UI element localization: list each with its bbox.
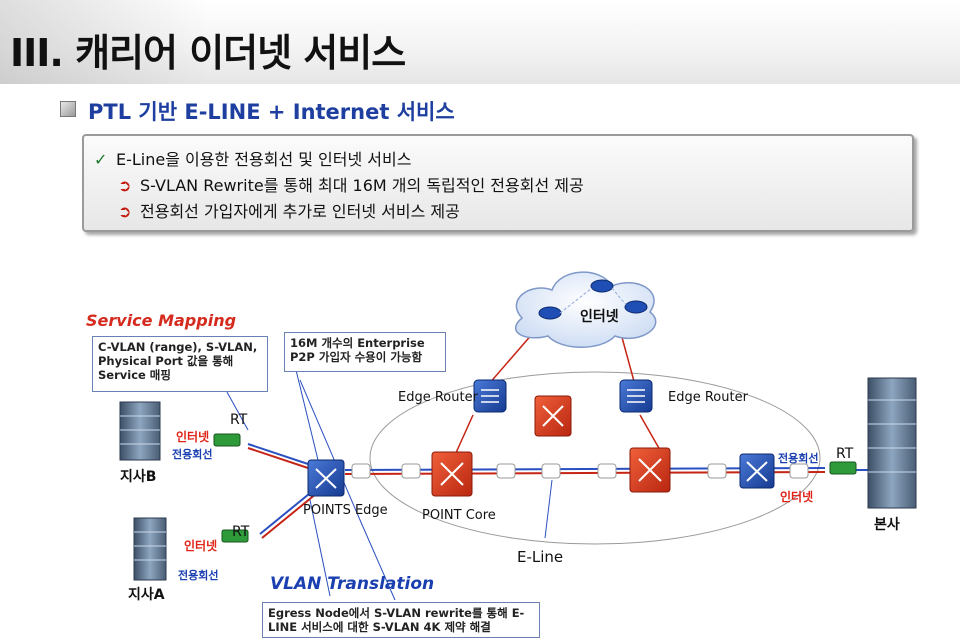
page-subtitle: PTL 기반 E-LINE + Internet 서비스 bbox=[88, 100, 455, 124]
summary-text-1: E-Line을 이용한 전용회선 및 인터넷 서비스 bbox=[116, 150, 412, 169]
site-b-label: 지사B bbox=[120, 469, 157, 485]
building-siteA-icon bbox=[133, 517, 167, 581]
internet-link bbox=[619, 329, 636, 386]
core-switch-icon bbox=[534, 395, 572, 437]
callout-line bbox=[299, 379, 396, 601]
callout-line bbox=[295, 369, 319, 461]
egress-line-1: Egress Node에서 S-VLAN rewrite를 통해 E- bbox=[268, 606, 525, 620]
building-hq-icon bbox=[867, 377, 917, 509]
core-switch-icon bbox=[431, 451, 473, 497]
enterprise-line-2: P2P 가입자 수용이 가능함 bbox=[290, 350, 423, 364]
subtitle-bullet-icon bbox=[60, 101, 76, 117]
leased-line bbox=[261, 488, 323, 539]
service-mapping-line-2: Physical Port 값을 통해 bbox=[98, 354, 234, 368]
hq-label: 본사 bbox=[874, 517, 900, 533]
summary-text-2: S-VLAN Rewrite를 통해 최대 16M 개의 독립적인 전용회선 제… bbox=[140, 176, 584, 195]
title-gloss bbox=[0, 0, 210, 84]
service-mapping-label: Service Mapping bbox=[86, 311, 237, 330]
arrow-right-icon: ➲ bbox=[118, 176, 132, 195]
enterprise-line-1: 16M 개수의 Enterprise bbox=[290, 336, 425, 350]
points-edge-label: POINTS Edge bbox=[303, 503, 388, 518]
service-mapping-box: C-VLAN (range), S-VLAN, Physical Port 값을… bbox=[92, 336, 268, 392]
edge-router-left-icon bbox=[473, 379, 507, 413]
summary-text-3: 전용회선 가입자에게 추가로 인터넷 서비스 제공 bbox=[140, 202, 460, 221]
egress-line-2: LINE 서비스에 대한 S-VLAN 4K 제약 해결 bbox=[268, 620, 491, 634]
tag-internet-siteB: 인터넷 bbox=[176, 430, 210, 444]
summary-box bbox=[82, 134, 914, 232]
check-icon: ✓ bbox=[94, 150, 108, 169]
edge-router-right-icon bbox=[619, 379, 653, 413]
rt-label-hq: RT bbox=[836, 446, 854, 462]
core-ring bbox=[369, 371, 821, 545]
vlan-translation-label: VLAN Translation bbox=[270, 574, 435, 594]
points-edge-switch-icon bbox=[307, 459, 345, 497]
summary-line-2: ➲ S-VLAN Rewrite를 통해 최대 16M 개의 독립적인 전용회선 … bbox=[118, 172, 584, 196]
tag-leased-siteA: 전용회선 bbox=[178, 569, 219, 582]
callout-line bbox=[226, 391, 249, 431]
title-band bbox=[0, 0, 960, 84]
internet-link bbox=[639, 414, 661, 451]
tag-leased-siteB: 전용회선 bbox=[172, 448, 213, 461]
page-title: III. 캐리어 이더넷 서비스 bbox=[10, 31, 406, 75]
internet-cloud-icon bbox=[515, 271, 657, 348]
tag-internet-siteA: 인터넷 bbox=[184, 539, 218, 553]
arrow-right-icon: ➲ bbox=[118, 202, 132, 221]
building-siteB-icon bbox=[119, 401, 161, 461]
rt-label-siteB: RT bbox=[230, 412, 248, 428]
callout-line bbox=[544, 479, 553, 539]
core-switch-icon bbox=[629, 447, 671, 493]
point-core-label: POINT Core bbox=[422, 508, 496, 523]
edge-router-left-label: Edge Router bbox=[398, 390, 478, 405]
summary-line-3: ➲ 전용회선 가입자에게 추가로 인터넷 서비스 제공 bbox=[118, 198, 460, 222]
eline-label: E-Line bbox=[517, 548, 564, 566]
edge-router-right-label: Edge Router bbox=[668, 390, 748, 405]
pipe-icon bbox=[351, 463, 809, 479]
egress-box: Egress Node에서 S-VLAN rewrite를 통해 E- LINE… bbox=[262, 602, 540, 638]
summary-line-1: ✓ E-Line을 이용한 전용회선 및 인터넷 서비스 bbox=[94, 146, 411, 170]
internet-cloud-label: 인터넷 bbox=[580, 309, 619, 325]
tag-leased-hq: 전용회선 bbox=[778, 452, 819, 465]
callout-line bbox=[309, 499, 331, 597]
tag-internet-hq: 인터넷 bbox=[780, 490, 814, 504]
service-mapping-line-3: Service 매핑 bbox=[98, 368, 171, 382]
rt-device-icon bbox=[213, 433, 857, 543]
hq-edge-switch-icon bbox=[739, 453, 775, 489]
rt-label-siteA: RT bbox=[232, 524, 250, 540]
enterprise-box: 16M 개수의 Enterprise P2P 가입자 수용이 가능함 bbox=[284, 332, 446, 372]
internet-link bbox=[454, 414, 474, 456]
service-mapping-line-1: C-VLAN (range), S-VLAN, bbox=[98, 340, 258, 354]
site-a-label: 지사A bbox=[128, 587, 165, 603]
